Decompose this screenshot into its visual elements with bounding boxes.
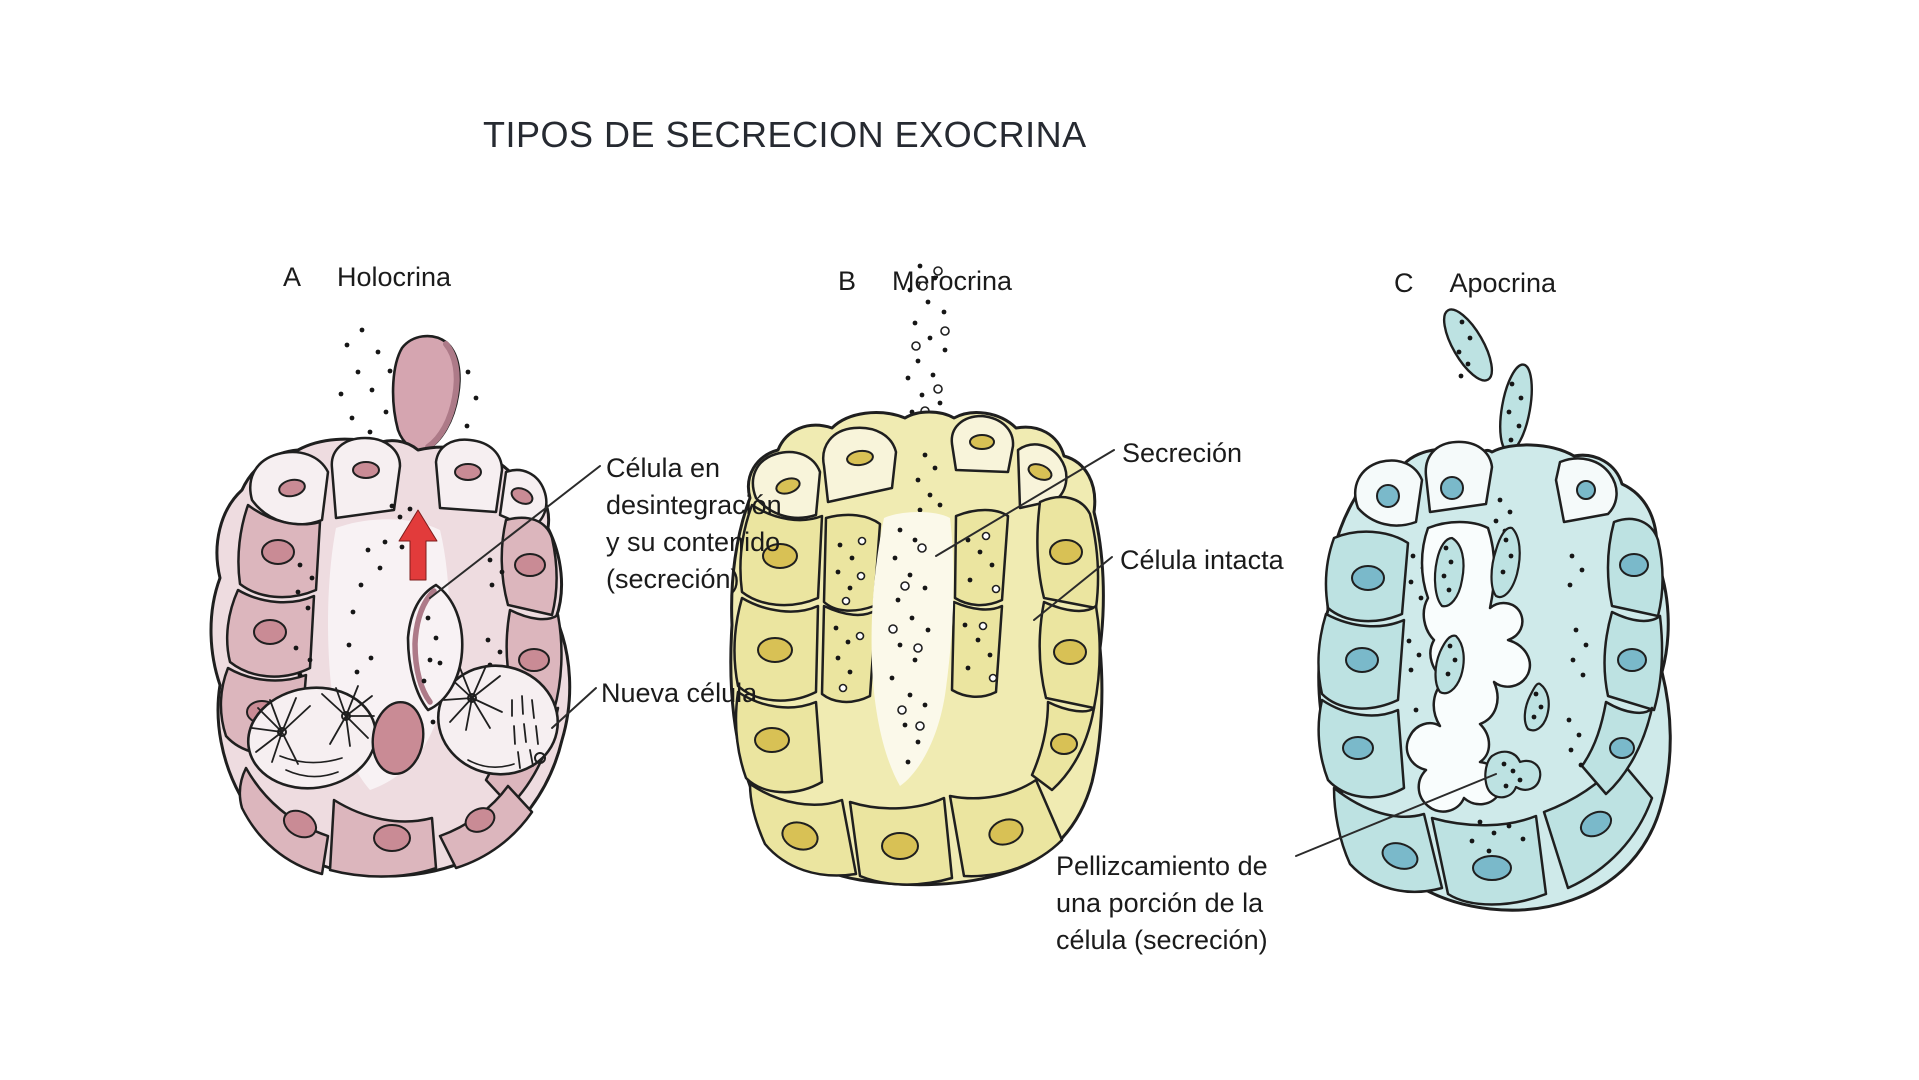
callout-line: desintegración <box>606 490 782 520</box>
leader-nueva-celula <box>551 687 597 729</box>
callout-celula-intacta: Célula intacta <box>1120 545 1284 575</box>
leader-celula-intacta <box>1033 556 1113 621</box>
holocrine-expelled-cell <box>391 334 461 452</box>
merocrine-cell-vesicles <box>838 531 1001 693</box>
holocrine-top-nuclei <box>278 461 534 505</box>
leader-pellizcamiento <box>1295 773 1497 857</box>
callout-line: célula (secreción) <box>1056 925 1268 955</box>
holocrine-disintegrating-dots <box>421 615 443 684</box>
leader-desintegracion <box>429 465 601 599</box>
callout-nueva-celula: Nueva célula <box>601 678 758 708</box>
callout-line: (secreción) <box>606 564 740 594</box>
merocrine-gland-illustration <box>729 263 1105 887</box>
merocrine-cell-dots <box>833 537 995 675</box>
holocrine-disintegrating-cell <box>406 583 464 712</box>
merocrine-top-dots <box>915 452 943 513</box>
panel-c-heading: C Apocrina <box>1394 268 1556 299</box>
holocrine-gland-illustration <box>209 327 572 878</box>
apocrine-gland-illustration <box>1317 308 1672 912</box>
merocrine-lumen <box>871 512 954 786</box>
callout-line: Pellizcamiento de <box>1056 851 1268 881</box>
merocrine-top-nuclei <box>775 434 1053 495</box>
panel-a-name: Holocrina <box>337 262 452 292</box>
panel-b-letter: B <box>838 266 857 296</box>
merocrine-nuclei <box>754 539 1087 860</box>
holocrine-mitotic-cell-right <box>436 664 560 776</box>
merocrine-cells <box>733 495 1101 886</box>
apocrine-blob-interior-dots <box>1441 537 1544 789</box>
callout-pellizcamiento: Pellizcamiento de una porción de la célu… <box>1056 848 1268 959</box>
apocrine-top-nuclei <box>1376 476 1596 508</box>
holocrine-released-mass <box>371 700 425 776</box>
apocrine-lumen-blobs <box>1433 526 1550 799</box>
leader-secrecion <box>935 449 1115 557</box>
merocrine-secretion-stream-vesicles <box>911 266 950 416</box>
callout-line: una porción de la <box>1056 888 1264 918</box>
callout-celula-en-desintegracion: Célula en desintegración y su contenido … <box>606 450 782 598</box>
merocrine-lumen-dots <box>889 527 931 765</box>
panel-c-letter: C <box>1394 268 1414 298</box>
apocrine-pinching-blob <box>1484 750 1542 799</box>
leader-lines <box>429 449 1497 857</box>
secretion-direction-arrow <box>398 509 438 581</box>
callout-secrecion: Secreción <box>1122 438 1243 468</box>
panel-a-heading: A Holocrina <box>283 262 451 293</box>
merocrine-lumen-vesicles <box>888 543 927 731</box>
panel-c-name: Apocrina <box>1449 268 1557 298</box>
callout-line: Célula en <box>606 453 721 483</box>
apocrine-nuclei <box>1342 553 1649 881</box>
panel-a-letter: A <box>283 262 302 292</box>
callout-line: y su contenido <box>606 527 781 557</box>
holocrine-cell-dots <box>293 557 505 678</box>
figure-title: TIPOS DE SECRECION EXOCRINA <box>483 114 1087 155</box>
